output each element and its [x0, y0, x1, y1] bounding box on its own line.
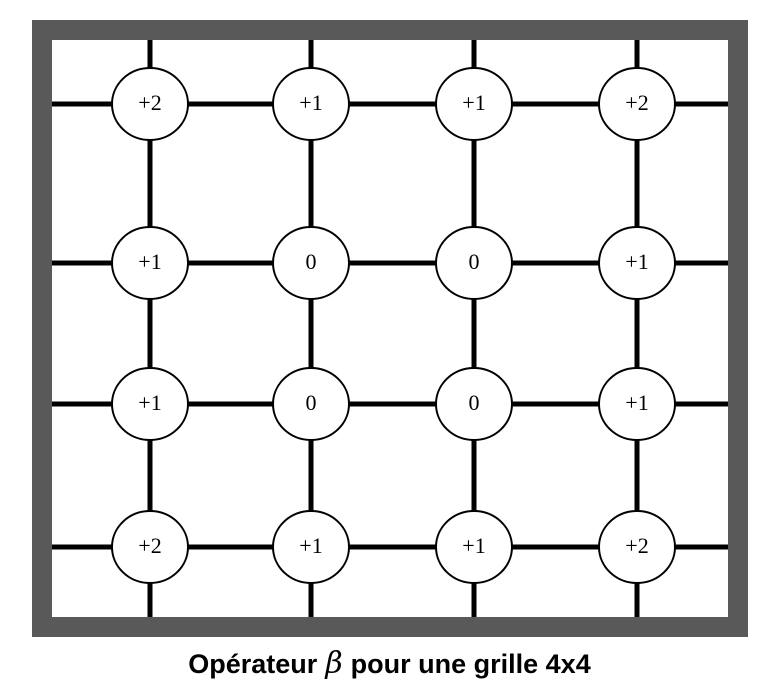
- node-value: +2: [138, 90, 161, 115]
- grid-node: +1: [272, 67, 350, 141]
- grid-node: +2: [598, 67, 676, 141]
- node-circle: [272, 67, 350, 141]
- node-value: +1: [462, 90, 485, 115]
- grid-node: +1: [598, 367, 676, 441]
- grid-node: +1: [111, 367, 189, 441]
- grid-node: +1: [435, 67, 513, 141]
- node-circle: [598, 367, 676, 441]
- grid-diagram: +2 +1 +1 +2 +1 0 0 +1 +1 0 0 +1 +2 +1 +1 +2: [32, 20, 748, 637]
- grid-node: +1: [111, 226, 189, 300]
- grid-node: 0: [435, 226, 513, 300]
- node-value: 0: [306, 390, 317, 415]
- node-circle: [111, 67, 189, 141]
- node-circle: [435, 367, 513, 441]
- grid-node: +2: [598, 510, 676, 584]
- grid-nodes: +2 +1 +1 +2 +1 0 0 +1 +1 0 0 +1 +2 +1 +1 +2: [111, 67, 676, 584]
- grid-node: +1: [598, 226, 676, 300]
- node-circle: [111, 510, 189, 584]
- node-value: +1: [138, 249, 161, 274]
- caption-symbol: β: [325, 646, 343, 681]
- node-circle: [598, 226, 676, 300]
- grid-node: 0: [272, 226, 350, 300]
- node-circle: [435, 226, 513, 300]
- node-value: +2: [138, 533, 161, 558]
- caption-suffix: pour une grille 4x4: [350, 649, 591, 679]
- node-circle: [111, 367, 189, 441]
- grid-node: +2: [111, 67, 189, 141]
- node-value: +1: [625, 249, 648, 274]
- grid-node: +1: [272, 510, 350, 584]
- node-value: 0: [469, 390, 480, 415]
- node-value: +2: [625, 90, 648, 115]
- node-value: +1: [625, 390, 648, 415]
- node-circle: [598, 510, 676, 584]
- node-circle: [272, 367, 350, 441]
- grid-node: +2: [111, 510, 189, 584]
- node-value: +1: [138, 390, 161, 415]
- caption-prefix: Opérateur: [188, 649, 318, 679]
- node-circle: [435, 510, 513, 584]
- grid-node: 0: [435, 367, 513, 441]
- grid-node: +1: [435, 510, 513, 584]
- node-circle: [272, 226, 350, 300]
- node-circle: [435, 67, 513, 141]
- node-value: +2: [625, 533, 648, 558]
- node-circle: [598, 67, 676, 141]
- node-value: 0: [306, 249, 317, 274]
- node-value: +1: [299, 533, 322, 558]
- node-value: +1: [299, 90, 322, 115]
- node-value: +1: [462, 533, 485, 558]
- node-circle: [111, 226, 189, 300]
- grid-node: 0: [272, 367, 350, 441]
- node-value: 0: [469, 249, 480, 274]
- node-circle: [272, 510, 350, 584]
